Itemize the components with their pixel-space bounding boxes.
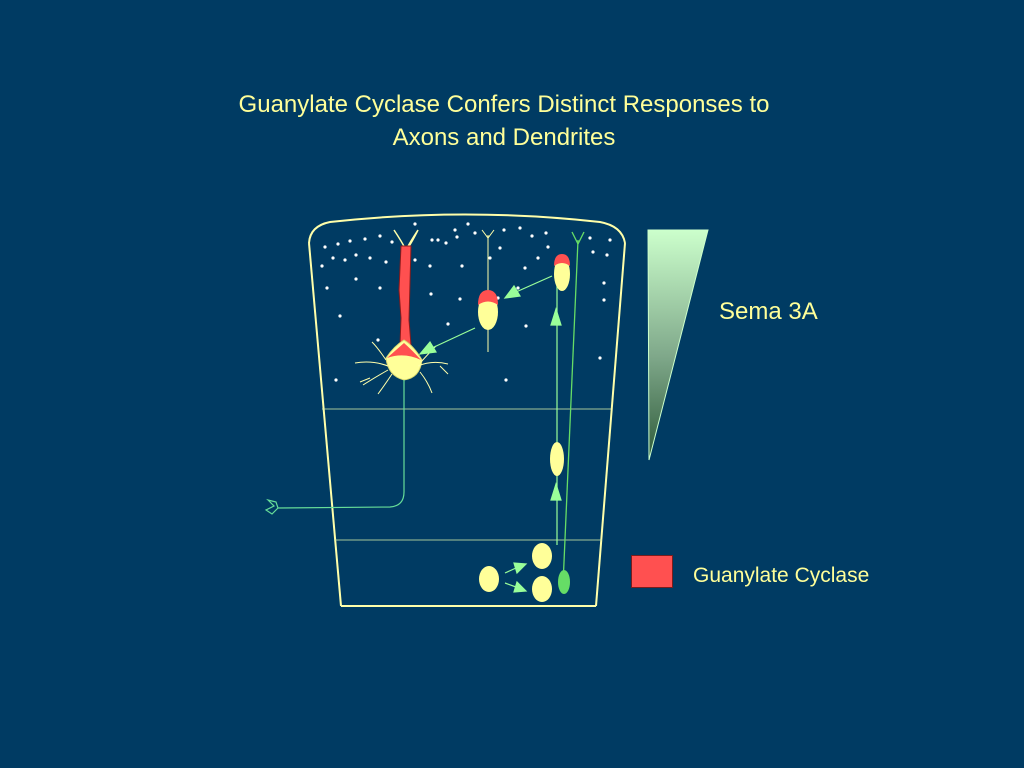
axon xyxy=(277,380,405,509)
basal-dendrites xyxy=(354,341,449,395)
cortex-left-wall xyxy=(308,242,342,607)
cell-dot xyxy=(436,238,440,242)
cortex-right-wall xyxy=(595,242,626,607)
cell-dot xyxy=(591,250,595,254)
cell-dot xyxy=(336,242,340,246)
cell-dot xyxy=(430,238,434,242)
apical-dendrite-guanylate-cyclase xyxy=(398,245,412,346)
arrow-up-bottom xyxy=(550,481,562,501)
cell-dot xyxy=(455,235,459,239)
guanylate-cyclase-legend-swatch xyxy=(631,555,673,588)
arrow-division-bottom xyxy=(504,580,528,593)
cell-dot xyxy=(429,292,433,296)
cell-dot xyxy=(413,258,417,262)
cell-dot xyxy=(466,222,470,226)
cell-dot xyxy=(453,228,457,232)
slide-title: Guanylate Cyclase Confers Distinct Respo… xyxy=(0,88,1008,154)
sema3a-gradient-wedge xyxy=(647,229,709,461)
cell-dot xyxy=(460,264,464,268)
cell-dot xyxy=(320,264,324,268)
pyramidal-soma xyxy=(385,339,423,381)
radial-glia-fiber xyxy=(558,231,585,594)
cell-dot xyxy=(446,322,450,326)
progenitor-cell-bottom xyxy=(532,576,552,602)
cell-dot xyxy=(605,253,609,257)
cell-dot xyxy=(343,258,347,262)
sema3a-label: Sema 3A xyxy=(719,298,818,325)
top-neuron-soma xyxy=(554,257,570,291)
cell-dot xyxy=(546,245,550,249)
cortex-outline xyxy=(308,213,626,607)
progenitor-cells xyxy=(479,543,552,602)
top-neuron-guanylate-cyclase xyxy=(554,254,570,266)
cell-dot xyxy=(331,256,335,260)
migrating-cell-middle xyxy=(550,442,564,476)
growth-cone xyxy=(264,498,279,515)
cell-dot xyxy=(325,286,329,290)
cell-dot xyxy=(458,297,462,301)
cell-dot xyxy=(473,231,477,235)
cell-dot xyxy=(376,338,380,342)
progenitor-cell-top xyxy=(532,543,552,569)
migrating-neuron-upper xyxy=(478,229,498,352)
arrow-to-pyramidal xyxy=(418,327,476,355)
cell-dot xyxy=(488,256,492,260)
cell-dot xyxy=(378,234,382,238)
cell-dot xyxy=(504,378,508,382)
arrow-division-top xyxy=(504,562,528,575)
guanylate-cyclase-legend-label: Guanylate Cyclase xyxy=(693,564,870,587)
cell-dot xyxy=(413,222,417,226)
arrow-to-upper-neuron xyxy=(503,275,553,299)
cell-dot xyxy=(588,236,592,240)
cell-dot xyxy=(602,281,606,285)
cell-dot xyxy=(518,226,522,230)
cell-dot xyxy=(608,238,612,242)
cell-dot xyxy=(544,231,548,235)
migrating-neuron-soma xyxy=(478,294,498,330)
soma-guanylate-cyclase-cap xyxy=(387,343,421,360)
migrating-neuron-guanylate-cyclase xyxy=(478,290,498,305)
cell-dot xyxy=(390,240,394,244)
pial-surface-line xyxy=(308,213,626,244)
cell-dot xyxy=(354,253,358,257)
arrow-up-top xyxy=(550,306,562,326)
cell-dot xyxy=(602,298,606,302)
cell-dot xyxy=(502,228,506,232)
cell-dot xyxy=(348,239,352,243)
slide-title-line-1: Guanylate Cyclase Confers Distinct Respo… xyxy=(238,91,770,118)
progenitor-cell-left xyxy=(479,566,499,592)
arrows xyxy=(418,275,562,593)
cell-dot xyxy=(378,286,382,290)
cell-dot xyxy=(498,246,502,250)
cell-dot xyxy=(363,237,367,241)
cell-dot xyxy=(536,256,540,260)
cell-dot xyxy=(354,277,358,281)
cell-dot xyxy=(444,241,448,245)
slide-title-line-2: Axons and Dendrites xyxy=(392,124,616,151)
cell-dot xyxy=(598,356,602,360)
cell-dot xyxy=(428,264,432,268)
pyramidal-neuron xyxy=(264,229,449,515)
cell-dot xyxy=(323,245,327,249)
cell-dot xyxy=(338,314,342,318)
cell-dot xyxy=(384,260,388,264)
cell-dot xyxy=(334,378,338,382)
top-neuron xyxy=(554,254,570,291)
cell-dot xyxy=(516,286,520,290)
cell-dots xyxy=(320,222,612,382)
apical-tuft xyxy=(393,229,419,252)
cell-dot xyxy=(368,256,372,260)
cell-dot xyxy=(523,266,527,270)
cell-dot xyxy=(530,234,534,238)
cell-dot xyxy=(524,324,528,328)
radial-glia-cell-body xyxy=(558,570,570,594)
